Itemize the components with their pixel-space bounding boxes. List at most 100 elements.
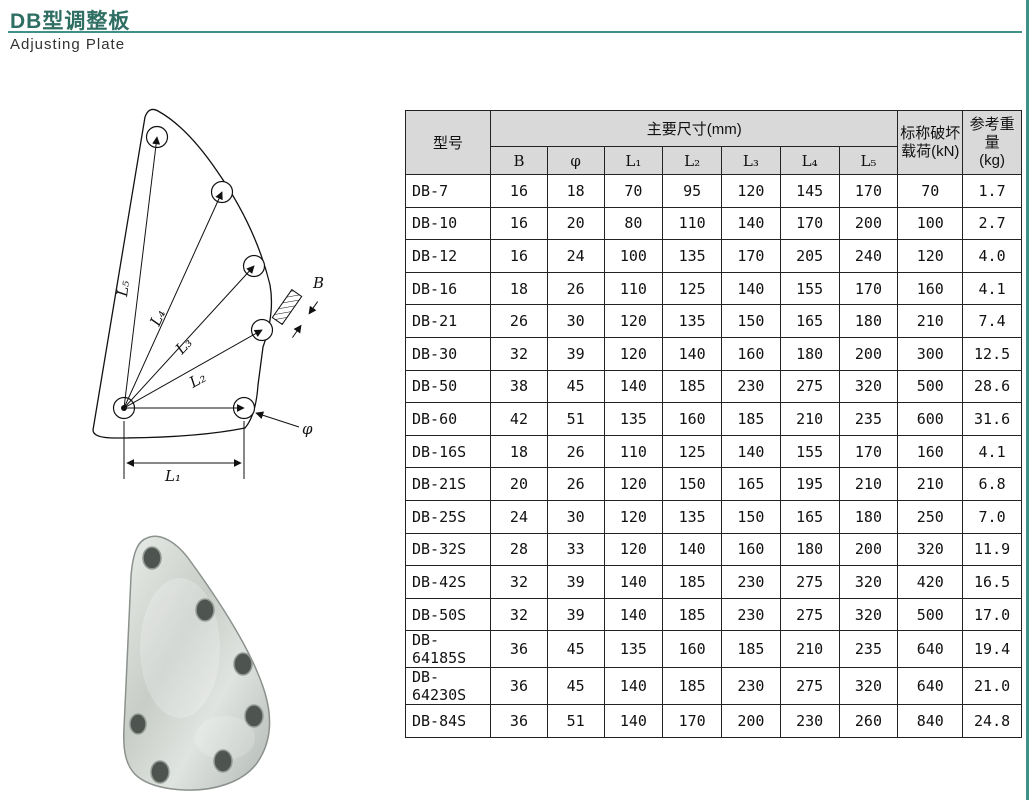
model-cell: DB-25S (404, 499, 492, 534)
value-cell: 80 (603, 206, 664, 241)
value-cell: 28 (490, 532, 548, 567)
value-cell: 26 (546, 467, 605, 501)
value-cell: 275 (779, 597, 840, 632)
plate-hole (244, 704, 264, 728)
value-cell: 250 (897, 499, 964, 534)
model-cell: DB-7 (404, 174, 492, 208)
value-cell: 4.1 (962, 434, 1022, 469)
col-header-l2: L₂ (662, 146, 723, 175)
value-cell: 235 (838, 630, 899, 669)
value-cell: 240 (838, 239, 899, 273)
label-l3: L₃ (171, 334, 196, 359)
col-header-weight-line1: 参考重量 (969, 115, 1015, 151)
value-cell: 140 (721, 434, 781, 469)
value-cell: 24 (546, 239, 605, 273)
value-cell: 155 (779, 434, 840, 469)
value-cell: 51 (546, 402, 605, 436)
value-cell: 36 (490, 667, 548, 706)
value-cell: 180 (838, 304, 899, 338)
value-cell: 320 (897, 532, 964, 567)
col-header-l3: L₃ (721, 146, 781, 175)
value-cell: 320 (838, 597, 899, 632)
value-cell: 32 (490, 565, 548, 599)
value-cell: 200 (838, 532, 899, 567)
technical-drawing: L₅ L₄ L₃ L₂ L₁ B φ (92, 108, 324, 485)
plate-hole (213, 749, 233, 773)
col-header-load-line1: 标称破坏 (900, 124, 961, 142)
value-cell: 165 (779, 304, 840, 338)
dimension-line-l5 (123, 136, 161, 409)
value-cell: 165 (779, 499, 840, 534)
value-cell: 180 (838, 499, 899, 534)
model-cell: DB-16 (404, 271, 492, 306)
value-cell: 100 (897, 206, 964, 241)
value-cell: 210 (897, 304, 964, 338)
value-cell: 33 (546, 532, 605, 567)
spec-table: 型号 主要尺寸(mm) 标称破坏 载荷(kN) 参考重量 (kg) B φ L₁… (404, 110, 1022, 738)
value-cell: 275 (779, 565, 840, 599)
label-b: B (312, 274, 324, 292)
value-cell: 180 (779, 336, 840, 371)
value-cell: 16 (490, 239, 548, 273)
model-cell: DB-60 (404, 402, 492, 436)
value-cell: 4.1 (962, 271, 1022, 306)
value-cell: 140 (603, 597, 664, 632)
value-cell: 110 (603, 434, 664, 469)
value-cell: 420 (897, 565, 964, 599)
plate-outline (92, 108, 273, 439)
value-cell: 185 (662, 597, 723, 632)
model-cell: DB-50S (404, 597, 492, 632)
value-cell: 31.6 (962, 402, 1022, 436)
label-l2: L₂ (185, 368, 209, 392)
value-cell: 45 (546, 667, 605, 706)
page-right-border (1026, 0, 1029, 800)
value-cell: 6.8 (962, 467, 1022, 501)
value-cell: 320 (838, 369, 899, 404)
col-header-l4: L₄ (779, 146, 840, 175)
value-cell: 640 (897, 630, 964, 669)
model-cell: DB-64185S (404, 630, 492, 669)
value-cell: 36 (490, 630, 548, 669)
value-cell: 210 (838, 467, 899, 501)
value-cell: 165 (721, 467, 781, 501)
value-cell: 160 (662, 630, 723, 669)
plate-hole (129, 713, 147, 735)
leader-line-phi (255, 411, 300, 428)
value-cell: 150 (662, 467, 723, 501)
value-cell: 140 (721, 271, 781, 306)
value-cell: 24 (490, 499, 548, 534)
value-cell: 205 (779, 239, 840, 273)
value-cell: 110 (603, 271, 664, 306)
value-cell: 120 (603, 336, 664, 371)
value-cell: 150 (721, 304, 781, 338)
value-cell: 32 (490, 336, 548, 371)
value-cell: 4.0 (962, 239, 1022, 273)
value-cell: 185 (721, 402, 781, 436)
value-cell: 840 (897, 704, 964, 738)
value-cell: 26 (546, 434, 605, 469)
value-cell: 24.8 (962, 704, 1022, 738)
value-cell: 140 (603, 704, 664, 738)
value-cell: 95 (662, 174, 723, 208)
highlight (195, 716, 255, 760)
value-cell: 12.5 (962, 336, 1022, 371)
col-header-l1: L₁ (603, 146, 664, 175)
value-cell: 170 (838, 174, 899, 208)
model-cell: DB-50 (404, 369, 492, 404)
value-cell: 230 (721, 667, 781, 706)
value-cell: 120 (897, 239, 964, 273)
value-cell: 26 (490, 304, 548, 338)
plate-hole (142, 546, 162, 570)
value-cell: 7.0 (962, 499, 1022, 534)
value-cell: 18 (490, 271, 548, 306)
col-header-phi: φ (546, 146, 605, 175)
